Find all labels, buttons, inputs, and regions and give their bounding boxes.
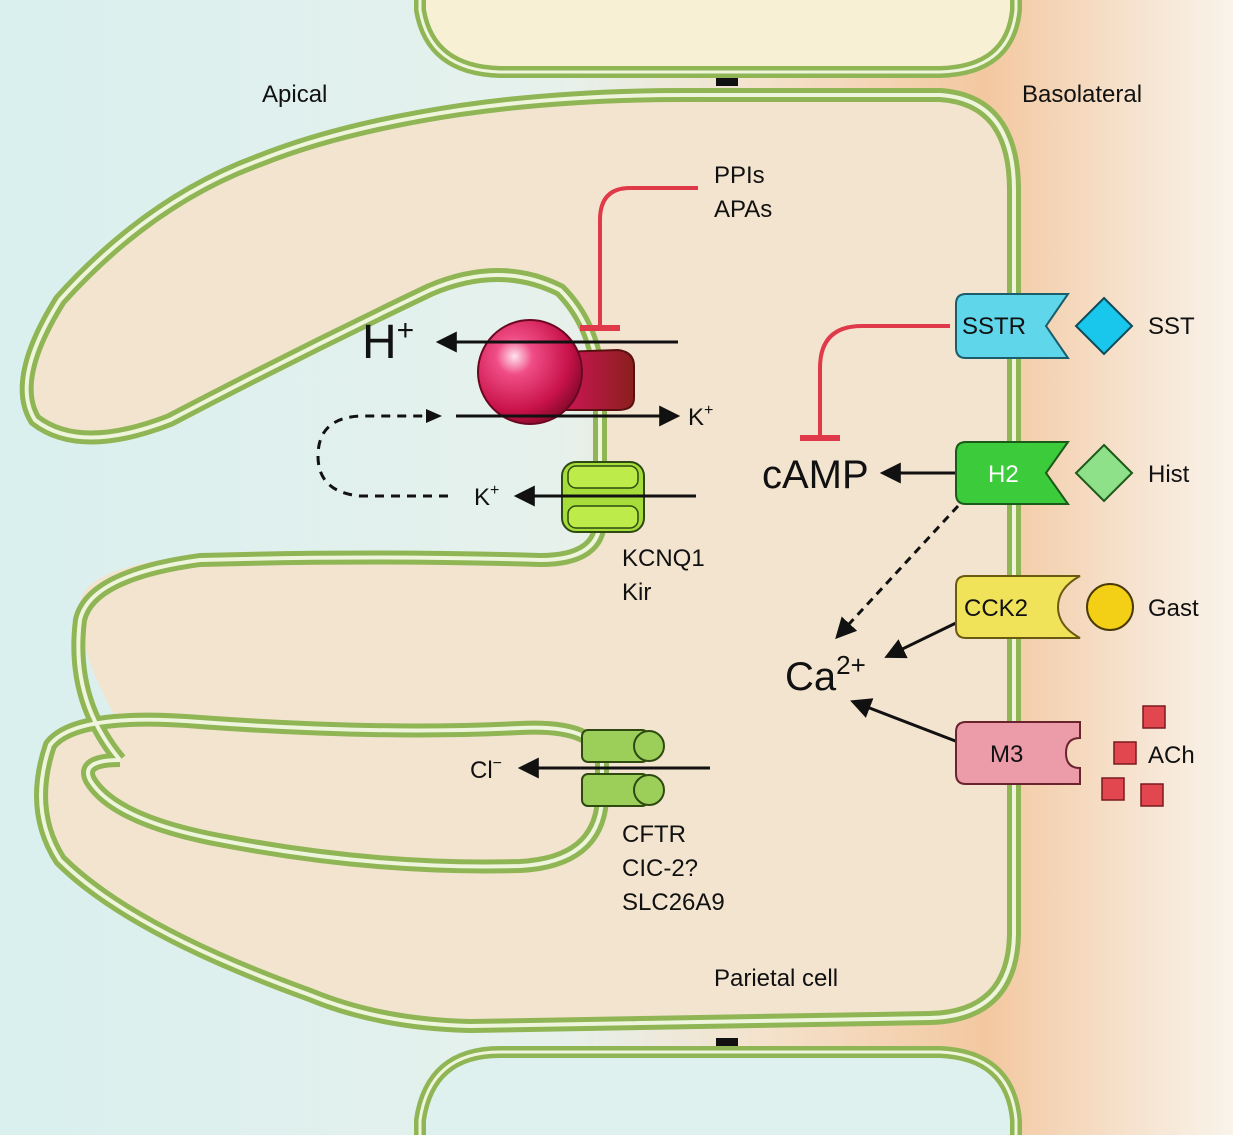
k-recycling-loop [316,414,448,498]
apical-label: Apical [262,81,327,108]
sstr-inhibition-line [818,324,950,436]
h2-to-ca-dashed-arrow [835,504,960,640]
cl-channel-name-cftr: CFTR [622,821,686,848]
sst-ligand-diamond-icon [1074,296,1134,356]
h-ion-label: H+ [362,314,414,369]
gast-ligand-circle-icon [1086,583,1134,631]
k-efflux-label: K+ [474,482,499,511]
cck2-receptor: CCK2 [955,575,1081,639]
cck2-receptor-label: CCK2 [964,595,1028,622]
inhibitor-label-ppis: PPIs [714,162,765,189]
tight-junction-top [716,78,738,86]
gast-ligand-label: Gast [1148,595,1199,622]
k-uptake-label: K+ [688,402,713,431]
cl-channel-name-slc26a9: SLC26A9 [622,889,725,916]
h2-receptor-label: H2 [988,461,1019,488]
m3-receptor: M3 [955,721,1081,785]
ca-label: Ca2+ [785,650,866,699]
ach-ligand-square-icon [1101,705,1166,807]
sst-ligand-label: SST [1148,313,1195,340]
pump-sphere [477,319,583,425]
inhibitor-label-apas: APAs [714,196,772,223]
m3-receptor-label: M3 [990,741,1023,768]
proton-pump [477,319,635,425]
k-recycling-arrowhead [426,409,442,423]
ppi-inhibition-line [598,186,698,326]
tight-junction-bottom [716,1038,738,1046]
neighbor-cell-top [414,0,1022,78]
cl-channel [581,729,665,807]
hist-ligand-label: Hist [1148,461,1190,488]
camp-label: cAMP [762,453,869,497]
neighbor-cell-bottom [414,1046,1022,1135]
sstr-receptor: SSTR [955,293,1070,359]
parietal-cell-label: Parietal cell [714,965,838,992]
sstr-receptor-label: SSTR [962,313,1026,340]
m3-to-ca-arrow [850,698,959,744]
k-channel-name-kir: Kir [622,579,651,606]
cck2-to-ca-arrow [884,620,959,659]
cl-channel-name-clc2: CIC-2? [622,855,698,882]
parietal-cell-body [19,87,1021,1033]
hist-ligand-diamond-icon [1074,443,1134,503]
k-channel-name-kcnq1: KCNQ1 [622,545,705,572]
basolateral-label: Basolateral [1022,81,1142,108]
h2-receptor: H2 [955,441,1070,505]
cl-ion-label: Cl− [470,755,502,784]
ach-ligand-label: ACh [1148,742,1195,769]
